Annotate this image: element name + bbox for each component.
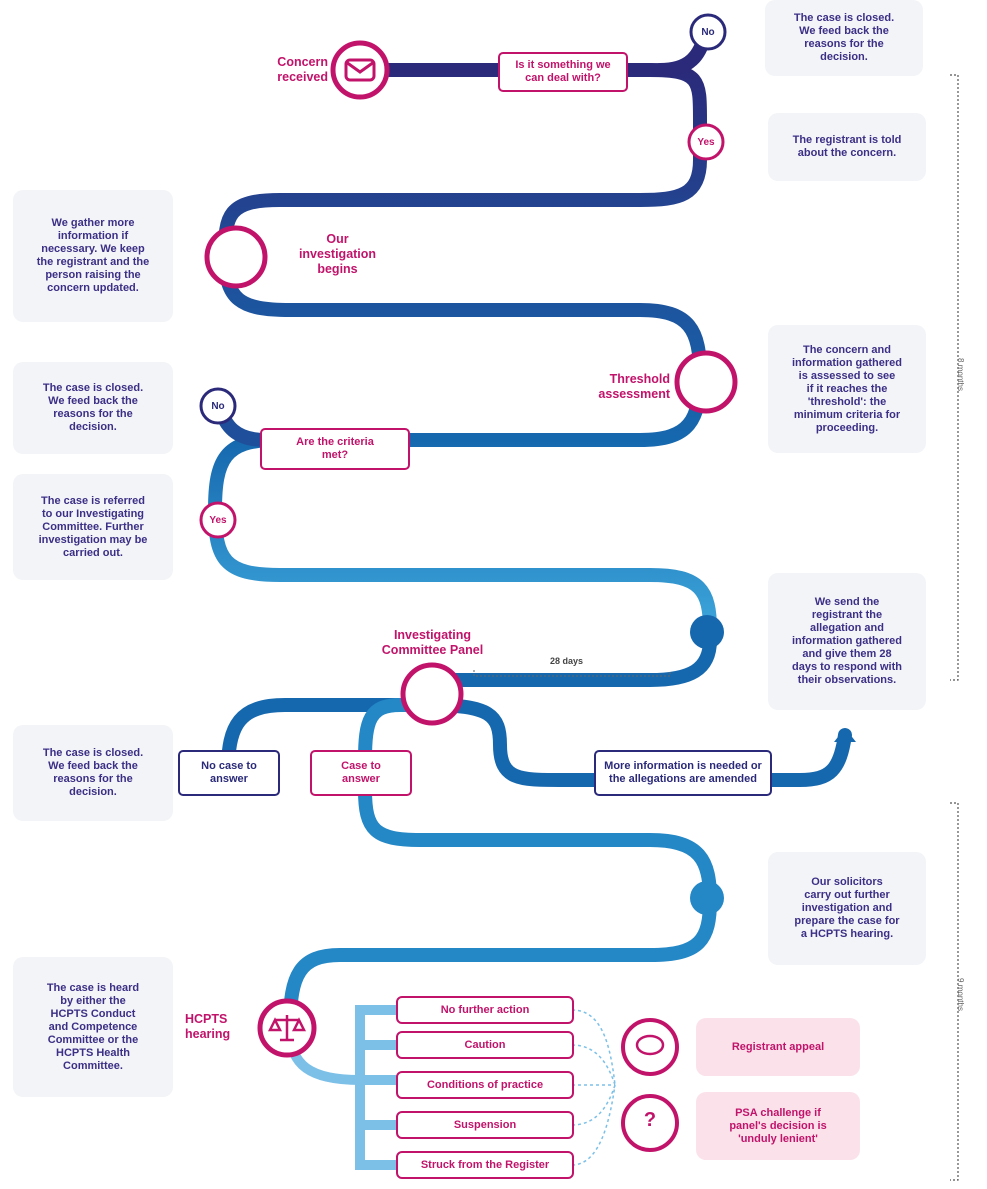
appeal-psa: PSA challenge if panel's decision is 'un…: [696, 1092, 860, 1160]
envelope-icon: [344, 58, 376, 82]
speech-bubble-icon: [635, 1034, 665, 1056]
note-closed-mid: The case is closed. We feed back the rea…: [13, 362, 173, 454]
node-dot-2: [690, 881, 724, 915]
note-send: We send the registrant the allegation an…: [768, 573, 926, 710]
decision-no-case: No case to answer: [178, 750, 280, 796]
appeal-registrant: Registrant appeal: [696, 1018, 860, 1076]
bracket-bottom: [950, 802, 959, 1181]
note-assessed: The concern and information gathered is …: [768, 325, 926, 453]
no-label-mid: No: [211, 401, 225, 412]
stage-hcpts: HCPTS hearing: [185, 1012, 231, 1041]
note-heard: The case is heard by either the HCPTS Co…: [13, 957, 173, 1097]
no-circle-mid: [199, 387, 237, 425]
threshold-circle: [674, 350, 738, 414]
arrow-up: [834, 728, 856, 742]
outcome-2: Conditions of practice: [396, 1071, 574, 1099]
yes-label-mid: Yes: [209, 515, 227, 526]
outcome-3: Suspension: [396, 1111, 574, 1139]
icp-circle: [400, 662, 464, 726]
outcome-4: Struck from the Register: [396, 1151, 574, 1179]
investigation-circle: [204, 225, 268, 289]
outcome-0: No further action: [396, 996, 574, 1024]
bracket-top: [950, 74, 959, 681]
process-path: [207, 63, 717, 647]
note-closed-top: The case is closed. We feed back the rea…: [765, 0, 923, 76]
speech-circle: [621, 1018, 679, 1076]
outcome-branches: [285, 1005, 405, 1170]
yes-circle-top: [687, 123, 725, 161]
path-to-icp: [430, 639, 717, 687]
node-dot-1: [690, 615, 724, 649]
concern-circle: [330, 40, 390, 100]
decision-deal-with: Is it something we can deal with?: [498, 52, 628, 92]
days-label: 28 days: [550, 656, 584, 666]
stage-icp: Investigating Committee Panel: [381, 628, 484, 657]
stage-threshold: Threshold assessment: [598, 372, 670, 401]
side-label-top: 8 months: [955, 358, 965, 391]
no-circle-top: [689, 13, 727, 51]
outcome-1: Caution: [396, 1031, 574, 1059]
side-label-bottom: 9 months: [955, 978, 965, 1011]
yes-circle-mid: [199, 501, 237, 539]
no-label-top: No: [701, 27, 715, 38]
question-circle: [621, 1094, 679, 1152]
yes-label-top: Yes: [697, 137, 715, 148]
note-closed-low: The case is closed. We feed back the rea…: [13, 725, 173, 821]
decision-more-info: More information is needed or the allega…: [594, 750, 772, 796]
note-gather: We gather more information if necessary.…: [13, 190, 173, 322]
note-solicitors: Our solicitors carry out further investi…: [768, 852, 926, 965]
decision-criteria-met: Are the criteria met?: [260, 428, 410, 470]
days-bracket: [473, 670, 671, 677]
note-told: The registrant is told about the concern…: [768, 113, 926, 181]
question-mark-icon: ?: [643, 1109, 657, 1131]
stage-concern-received: Concern received: [277, 55, 328, 84]
note-referred: The case is referred to our Investigatin…: [13, 474, 173, 580]
decision-case-to-answer: Case to answer: [310, 750, 412, 796]
appeal-connectors: [571, 1009, 616, 1166]
branch-more-info: [423, 698, 852, 787]
stage-our-investigation: Our investigation begins: [298, 232, 377, 276]
scales-icon: [267, 1015, 307, 1042]
